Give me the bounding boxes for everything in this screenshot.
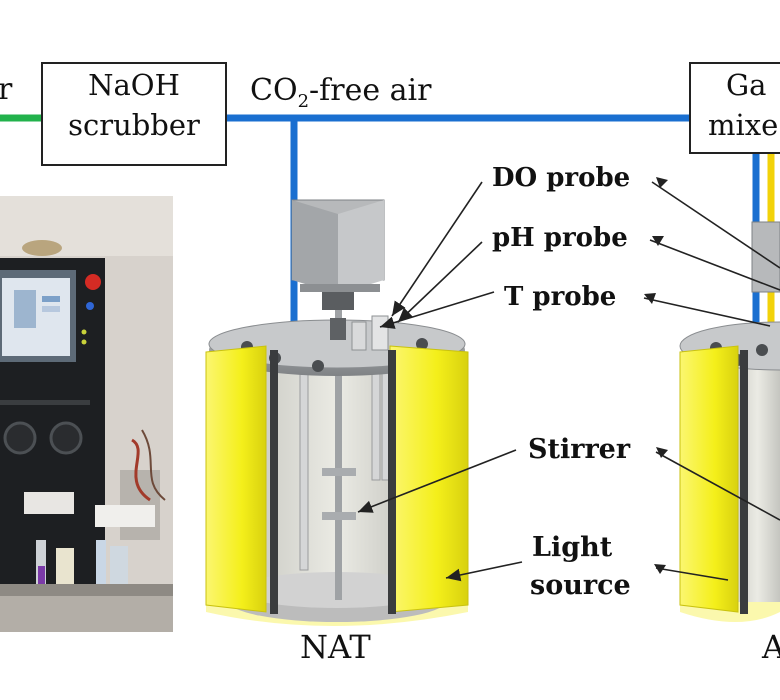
reactor-nat-label: NAT xyxy=(300,628,371,666)
ph-probe-arrow xyxy=(398,242,482,322)
naoh-scrubber-label: NaOH scrubber xyxy=(42,65,226,145)
co2-free-air-label: CO2-free air xyxy=(250,73,431,112)
t-probe-label: T probe xyxy=(504,282,616,312)
do-probe-arrow xyxy=(392,182,482,316)
light-source-label-line2: source xyxy=(530,570,631,601)
light-source-label-line1: Light xyxy=(532,532,612,563)
naoh-scrubber-line2: scrubber xyxy=(42,105,226,145)
co2-subscript: 2 xyxy=(298,91,309,112)
do-probe-label: DO probe xyxy=(492,163,630,193)
reactor-nat xyxy=(206,200,468,626)
naoh-scrubber-line1: NaOH xyxy=(42,65,226,105)
t-probe-arrow-right xyxy=(644,298,770,326)
gas-mixer-label: Ga mixe xyxy=(690,65,780,145)
stirrer-label: Stirrer xyxy=(528,434,630,465)
reactor-right xyxy=(680,222,780,622)
bioreactor-control-unit-photo xyxy=(0,196,173,632)
free-air-text: -free air xyxy=(309,73,431,108)
co2-text: CO xyxy=(250,73,298,108)
ph-probe-label: pH probe xyxy=(492,223,628,253)
gas-mixer-line2: mixe xyxy=(708,105,780,145)
reactor-right-label: A xyxy=(762,628,780,666)
inlet-air-label: r xyxy=(0,72,12,107)
gas-mixer-line1: Ga xyxy=(708,65,780,105)
